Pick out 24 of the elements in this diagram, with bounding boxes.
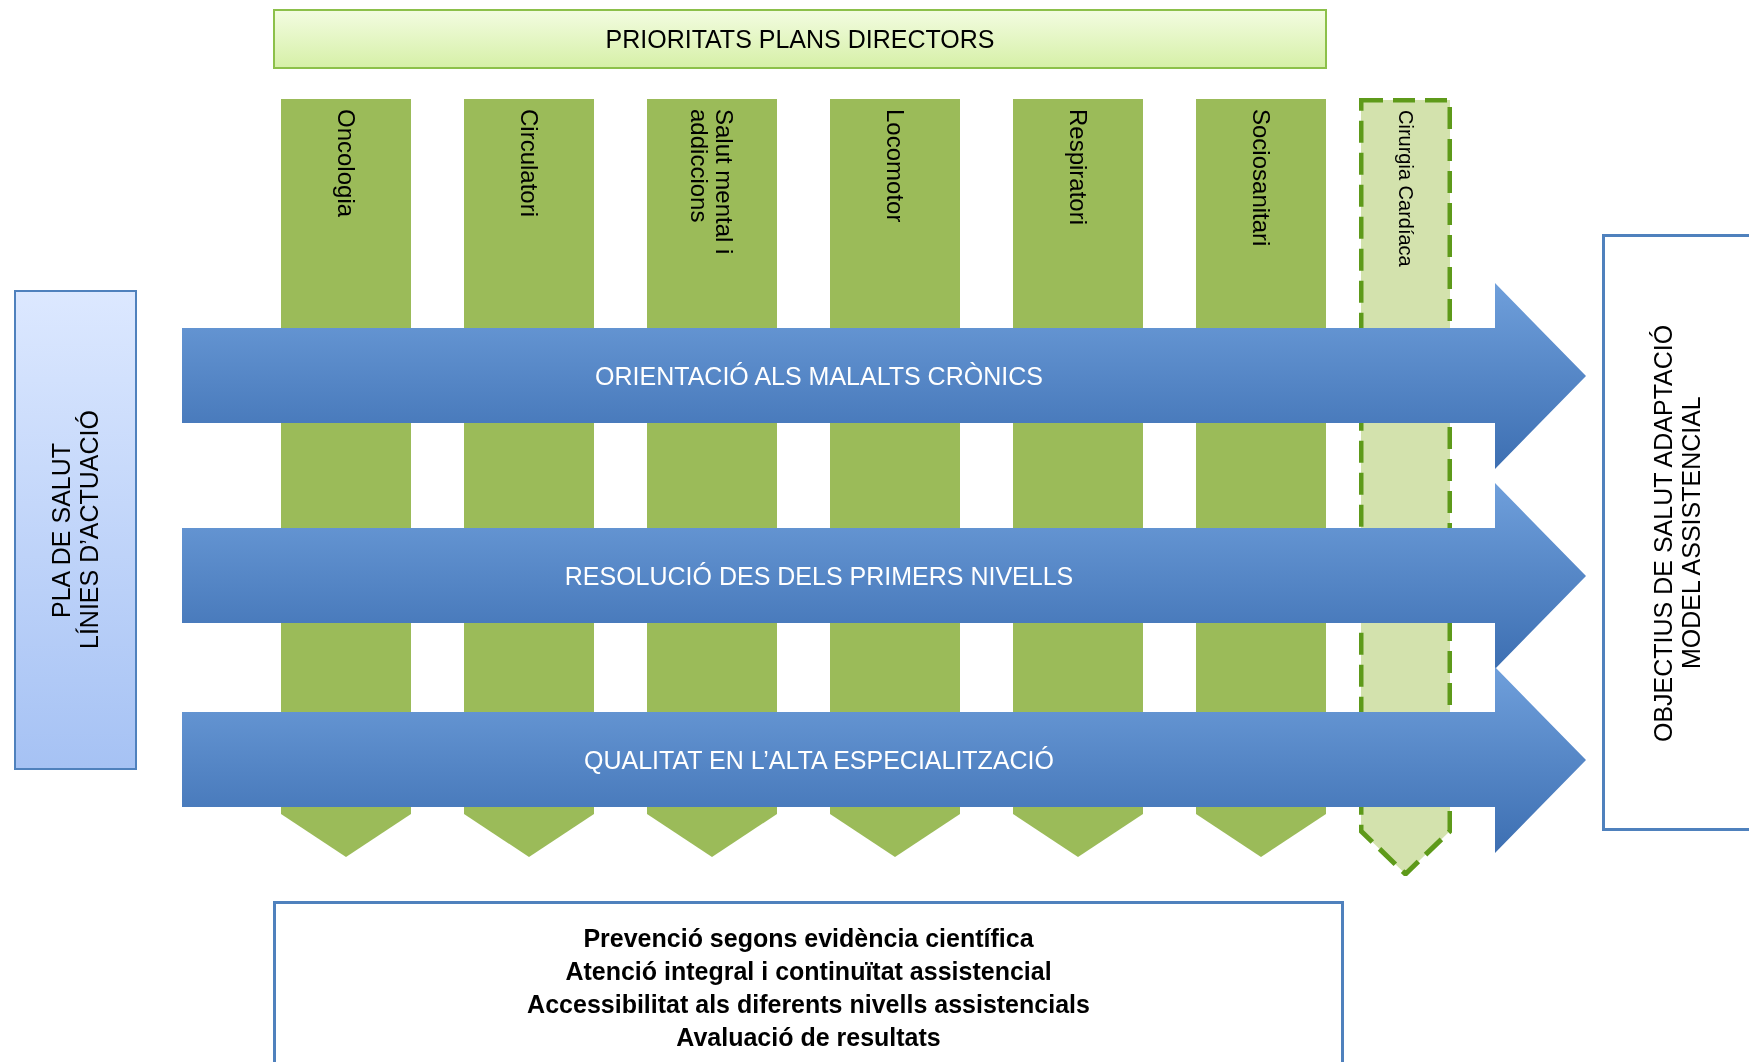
statement-text: Atenció integral i continuïtat assistencial (565, 957, 1052, 986)
arrow-banner (182, 483, 1586, 669)
node-label: Oncologia (333, 109, 359, 220)
node-label: Respiratori (1065, 109, 1091, 228)
node-label: PLA DE SALUT LÍNIES D’ACTUACIÓ (48, 409, 103, 652)
node-label: Sociosanitari (1248, 109, 1274, 249)
side-box (14, 290, 137, 770)
node-label: ORIENTACIÓ ALS MALALTS CRÒNICS (595, 361, 1043, 391)
node-label: Circulatori (516, 109, 542, 220)
node-label: OBJECTIUS DE SALUT ADAPTACIÓ MODEL ASSISTENCIAL (1649, 322, 1705, 744)
node-label: PRIORITATS PLANS DIRECTORS (605, 24, 995, 54)
arrow-banner (182, 667, 1586, 853)
header-box (273, 9, 1327, 69)
node-label: QUALITAT EN L’ALTA ESPECIALITZACIÓ (583, 745, 1054, 775)
statement-text: Prevenció segons evidència científica (583, 924, 1034, 953)
node-label: Cirurgia Cardíaca (1395, 110, 1416, 269)
arrow-banner (182, 283, 1586, 469)
goal-box (1602, 234, 1749, 831)
text-box (273, 901, 1344, 1062)
node-label: Salut mental i addiccions (686, 109, 738, 257)
statement-text: Avaluació de resultats (676, 1023, 941, 1052)
node-label: Locomotor (882, 109, 908, 225)
statement-text: Accessibilitat als diferents nivells assistencials (527, 990, 1090, 1019)
node-label: RESOLUCIÓ DES DELS PRIMERS NIVELLS (564, 561, 1074, 591)
